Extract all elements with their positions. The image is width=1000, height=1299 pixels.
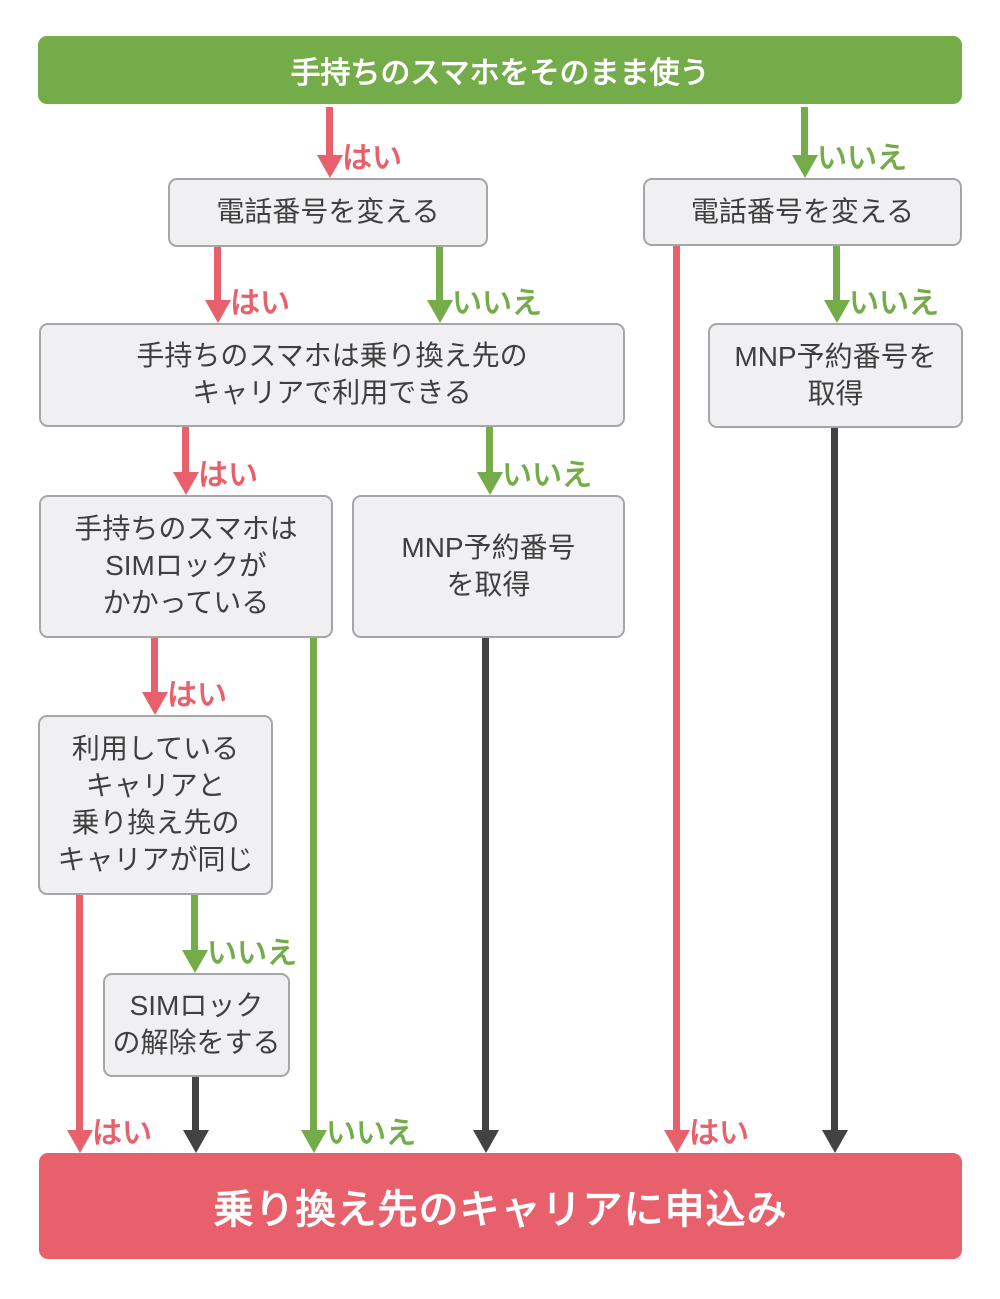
node-same-carrier: 利用している キャリアと 乗り換え先の キャリアが同じ [38, 715, 273, 895]
edge-label-no: いいえ [817, 141, 907, 175]
edge-label-yes: はい [167, 678, 227, 712]
node-usable-on-new-carrier: 手持ちのスマホは乗り換え先の キャリアで利用できる [39, 323, 625, 427]
start-banner: 手持ちのスマホをそのまま使う [38, 36, 962, 104]
arrow-get-mnp-mid-to-result [473, 638, 499, 1153]
result-banner: 乗り換え先のキャリアに申込み [39, 1153, 962, 1259]
node-get-mnp-right: MNP予約番号を 取得 [708, 323, 963, 428]
arrow-no-usable-to-get-mnp-mid: いいえ [477, 427, 592, 495]
arrow-no-sim-locked-to-result: いいえ [301, 638, 416, 1153]
edge-label-yes: はい [689, 1116, 749, 1150]
node-change-number-right: 電話番号を変える [643, 178, 962, 246]
arrow-no-same-carrier-to-sim-unlock: いいえ [182, 895, 297, 973]
arrow-no-change-number-right-to-get-mnp-right: いいえ [824, 246, 939, 323]
node-get-mnp-mid: MNP予約番号 を取得 [352, 495, 625, 638]
node-sim-unlock: SIMロック の解除をする [103, 973, 290, 1077]
edge-label-yes: はい [92, 1116, 152, 1150]
arrow-no-start-to-change-number-right: いいえ [792, 107, 907, 178]
arrow-yes-sim-locked-to-same-carrier: はい [142, 638, 227, 715]
edge-label-no: いいえ [326, 1116, 416, 1150]
arrow-no-change-number-left-to-usable: いいえ [427, 247, 542, 323]
edge-label-yes: はい [342, 141, 402, 175]
arrow-yes-same-carrier-to-result: はい [67, 895, 152, 1153]
edge-label-no: いいえ [207, 936, 297, 970]
arrow-sim-unlock-to-result [183, 1077, 209, 1153]
node-change-number-left: 電話番号を変える [168, 178, 488, 247]
arrow-yes-change-number-right-to-result: はい [664, 246, 749, 1153]
edge-label-no: いいえ [502, 458, 592, 492]
arrow-yes-change-number-left-to-usable: はい [205, 247, 290, 323]
edge-label-no: いいえ [849, 286, 939, 320]
edge-label-yes: はい [198, 458, 258, 492]
arrow-get-mnp-right-to-result [822, 428, 848, 1153]
arrow-yes-usable-to-sim-locked: はい [173, 427, 258, 495]
node-sim-locked: 手持ちのスマホは SIMロックが かかっている [39, 495, 333, 638]
edge-label-no: いいえ [452, 286, 542, 320]
arrow-yes-start-to-change-number-left: はい [317, 107, 402, 178]
edge-label-yes: はい [230, 286, 290, 320]
